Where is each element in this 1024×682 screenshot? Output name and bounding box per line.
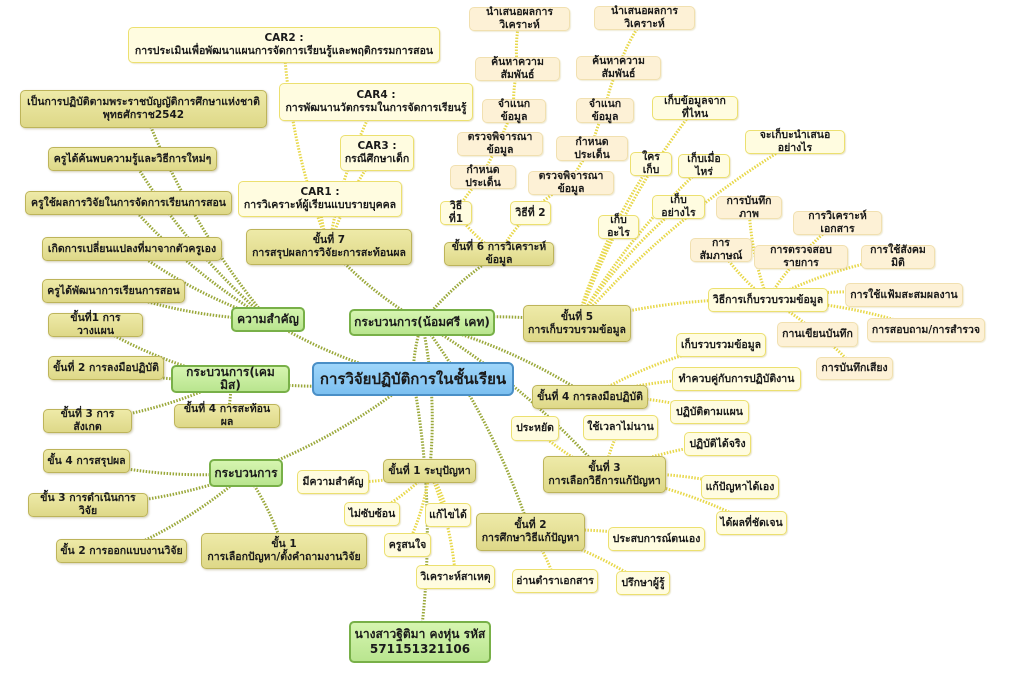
step1-item[interactable]: แก้ไขได้ <box>425 503 471 527</box>
importance-item[interactable]: เป็นการปฏิบัติตามพระราชบัญญัติการศึกษาแห… <box>20 90 267 128</box>
step1-item[interactable]: ไม่ซับซ้อน <box>344 502 400 526</box>
connector-line <box>327 101 378 248</box>
step3-item[interactable]: ใช้เวลาไม่นาน <box>583 415 658 440</box>
importance-item[interactable]: ครูใช้ผลการวิจัยในการจัดการเรียนการสอน <box>25 191 232 215</box>
method-item[interactable]: การบันทึกภาพ <box>716 195 782 220</box>
nomsri-step-5[interactable]: ขั้นที่ 5 การเก็บรวบรวมข้อมูล <box>523 305 631 342</box>
branch-process[interactable]: กระบวนการ <box>209 459 283 487</box>
central-topic[interactable]: การวิจัยปฏิบัติการในชั้นเรียน <box>312 362 514 396</box>
method-item[interactable]: การตรวจสอบรายการ <box>754 244 848 269</box>
analysis-step[interactable]: จำแนกข้อมูล <box>482 98 546 123</box>
method-item[interactable]: การใช้แฟ้มสะสมผลงาน <box>845 283 963 307</box>
data-collection-methods[interactable]: วิธีการเก็บรวบรวมข้อมูล <box>708 288 828 312</box>
connector-line <box>575 163 653 324</box>
author-box[interactable]: นางสาวฐิติมา คงหุ่น รหัส 571151321106 <box>349 621 491 663</box>
process-step[interactable]: ขั้น 3 การดำเนินการวิจัย <box>28 492 148 517</box>
nomsri-step-4[interactable]: ขั้นที่ 4 การลงมือปฏิบัติ <box>532 385 648 409</box>
analysis-step[interactable]: ค้นหาความสัมพันธ์ <box>576 55 661 80</box>
connector-line <box>142 108 270 321</box>
nomsri-step-7[interactable]: ขั้นที่ 7 การสรุปผลการวิจัยะการสะท้อนผล <box>246 229 412 265</box>
nomsri-step-3[interactable]: ขั้นที่ 3 การเลือกวิธีการแก้ปัญหา <box>543 456 666 493</box>
connector-line <box>575 140 796 325</box>
step1-item[interactable]: ครูสนใจ <box>384 533 431 557</box>
analysis-step[interactable]: จำแนกข้อมูล <box>576 98 634 123</box>
importance-item[interactable]: ครูได้พัฒนาการเรียนการสอน <box>42 279 185 303</box>
step4-item[interactable]: ปฏิบัติตามแผน <box>670 400 749 424</box>
car-item[interactable]: CAR2 : การประเมินเพื่อพัฒนาแผนการจัดการเ… <box>128 27 440 63</box>
connector-line <box>420 322 434 472</box>
step2-item[interactable]: ปรึกษาผู้รู้ <box>616 571 670 595</box>
analysis-step[interactable]: ค้นหาความสัมพันธ์ <box>475 56 560 81</box>
kemmis-step[interactable]: ขั้นที่ 2 การลงมือปฏิบัติ <box>48 356 164 380</box>
car-item[interactable]: CAR3 : กรณีศึกษาเด็ก <box>340 135 414 171</box>
analysis-step[interactable]: กำหนดประเด็น <box>450 164 516 189</box>
step5-item[interactable]: จะเก็บะนำเสนออย่างไร <box>745 129 845 154</box>
connector-line <box>420 321 532 533</box>
branch-process-nomsri[interactable]: กระบวนการ(น้อมศรี เคท) <box>349 309 495 336</box>
kemmis-step[interactable]: ขั้นที่ 3 การสังเกต <box>43 408 132 433</box>
analysis-step[interactable]: นำเสนอผลการวิเคราะห์ <box>594 5 695 30</box>
importance-item[interactable]: เกิดการเปลี่ยนแปลงที่มาจากตัวครูเอง <box>42 237 222 261</box>
analysis-step[interactable]: กำหนดประเด็น <box>556 136 628 161</box>
car-item[interactable]: CAR4 : การพัฒนานวัตกรรมในการจัดการเรียนร… <box>279 83 473 121</box>
connector-line <box>529 531 557 582</box>
step1-item[interactable]: วิเคราะห์สาเหตุ <box>416 565 495 589</box>
method-item[interactable]: การวิเคราะห์เอกสาร <box>793 210 882 235</box>
step1-item[interactable]: มีความสำคัญ <box>297 470 369 494</box>
connector-line <box>420 252 500 324</box>
process-step[interactable]: ขั้น 1 การเลือกปัญหา/ตั้งคำถามงานวิจัย <box>201 533 367 569</box>
step5-item[interactable]: ใครเก็บ <box>630 151 672 176</box>
kemmis-step[interactable]: ขั้นที่ 4 การสะท้อนผล <box>174 403 280 428</box>
connector-line <box>575 107 697 325</box>
kemmis-step[interactable]: ขั้นที่1 การวางแผน <box>48 312 143 337</box>
nomsri-step-1[interactable]: ขั้นที่ 1 ระบุปัญหา <box>383 459 476 483</box>
importance-item[interactable]: ครูได้ค้นพบความรู้และวิธีการใหม่ๆ <box>48 147 217 171</box>
nomsri-step-2[interactable]: ขั้นที่ 2 การศึกษาวิธีแก้ปัญหา <box>476 513 585 551</box>
analysis-method-2[interactable]: วิธีที่ 2 <box>510 201 551 225</box>
step4-item[interactable]: ทำควบคู่กับการปฏิบัติงาน <box>672 367 801 391</box>
connector-line <box>576 298 769 325</box>
step2-item[interactable]: อ่านตำราเอกสาร <box>512 569 598 593</box>
branch-process-kemmis[interactable]: กระบวนการ(เคมมิส) <box>171 365 290 393</box>
step5-item[interactable]: เก็บเมื่อไหร่ <box>678 153 730 178</box>
step3-item[interactable]: ปฏิบัติได้จริง <box>684 432 751 456</box>
step2-item[interactable]: ประสบการณ์ตนเอง <box>608 527 705 551</box>
connector-line <box>766 255 803 301</box>
step3-item[interactable]: ประหยัด <box>511 416 559 441</box>
car-item[interactable]: CAR1 : การวิเคราะห์ผู้เรียนแบบรายบุคคล <box>238 181 402 217</box>
step3-item[interactable]: แก้ปัญหาได้เอง <box>701 475 779 499</box>
analysis-step[interactable]: ตรวจพิจารณาข้อมูล <box>528 170 614 195</box>
nomsri-step-6[interactable]: ขั้นที่ 6 การวิเคราะห์ข้อมูล <box>444 241 554 266</box>
method-item[interactable]: การสอบถาม/การสำรวจ <box>867 318 985 342</box>
process-step[interactable]: ขั้น 4 การสรุปผล <box>43 449 130 473</box>
analysis-step[interactable]: นำเสนอผลการวิเคราะห์ <box>469 6 570 31</box>
process-step[interactable]: ขั้น 2 การออกแบบงานวิจัย <box>56 539 187 563</box>
step3-item[interactable]: ได้ผลที่ชัดเจน <box>716 511 787 535</box>
step5-item[interactable]: เก็บอย่างไร <box>652 194 705 219</box>
analysis-step[interactable]: ตรวจพิจารณาข้อมูล <box>457 131 543 156</box>
step5-item[interactable]: เก็บอะไร <box>598 214 639 239</box>
analysis-method-1[interactable]: วิธีที่1 <box>440 200 472 225</box>
method-item[interactable]: การสัมภาษณ์ <box>690 237 752 262</box>
step5-item[interactable]: เก็บข้อมูลจากที่ไหน <box>652 95 738 120</box>
connector-line <box>530 528 657 541</box>
method-item[interactable]: การบันทึกเสียง <box>816 357 893 380</box>
branch-importance[interactable]: ความสำคัญ <box>231 307 305 332</box>
method-item[interactable]: การใช้สังคมมิติ <box>861 244 935 269</box>
method-item[interactable]: กานเขียนบันทึก <box>777 322 858 347</box>
step4-item[interactable]: เก็บรวบรวมข้อมูล <box>676 333 766 357</box>
